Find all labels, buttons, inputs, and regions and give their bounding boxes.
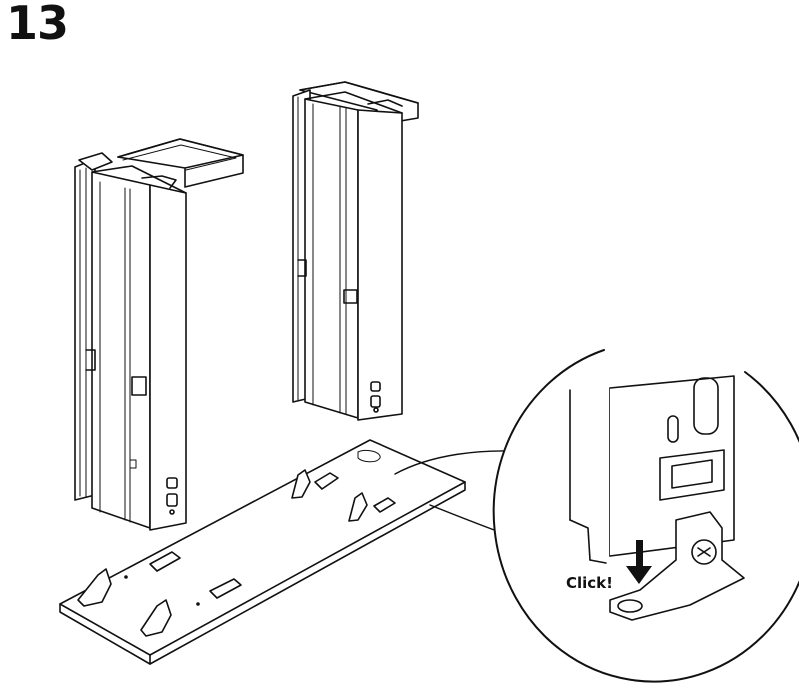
- click-label: Click!: [566, 574, 613, 592]
- base-board: [59, 439, 466, 665]
- step-number: 13: [6, 0, 69, 50]
- left-frame: [74, 138, 244, 531]
- callout-detail: [394, 349, 799, 683]
- right-frame: [292, 81, 419, 421]
- down-arrow-icon: [626, 540, 652, 584]
